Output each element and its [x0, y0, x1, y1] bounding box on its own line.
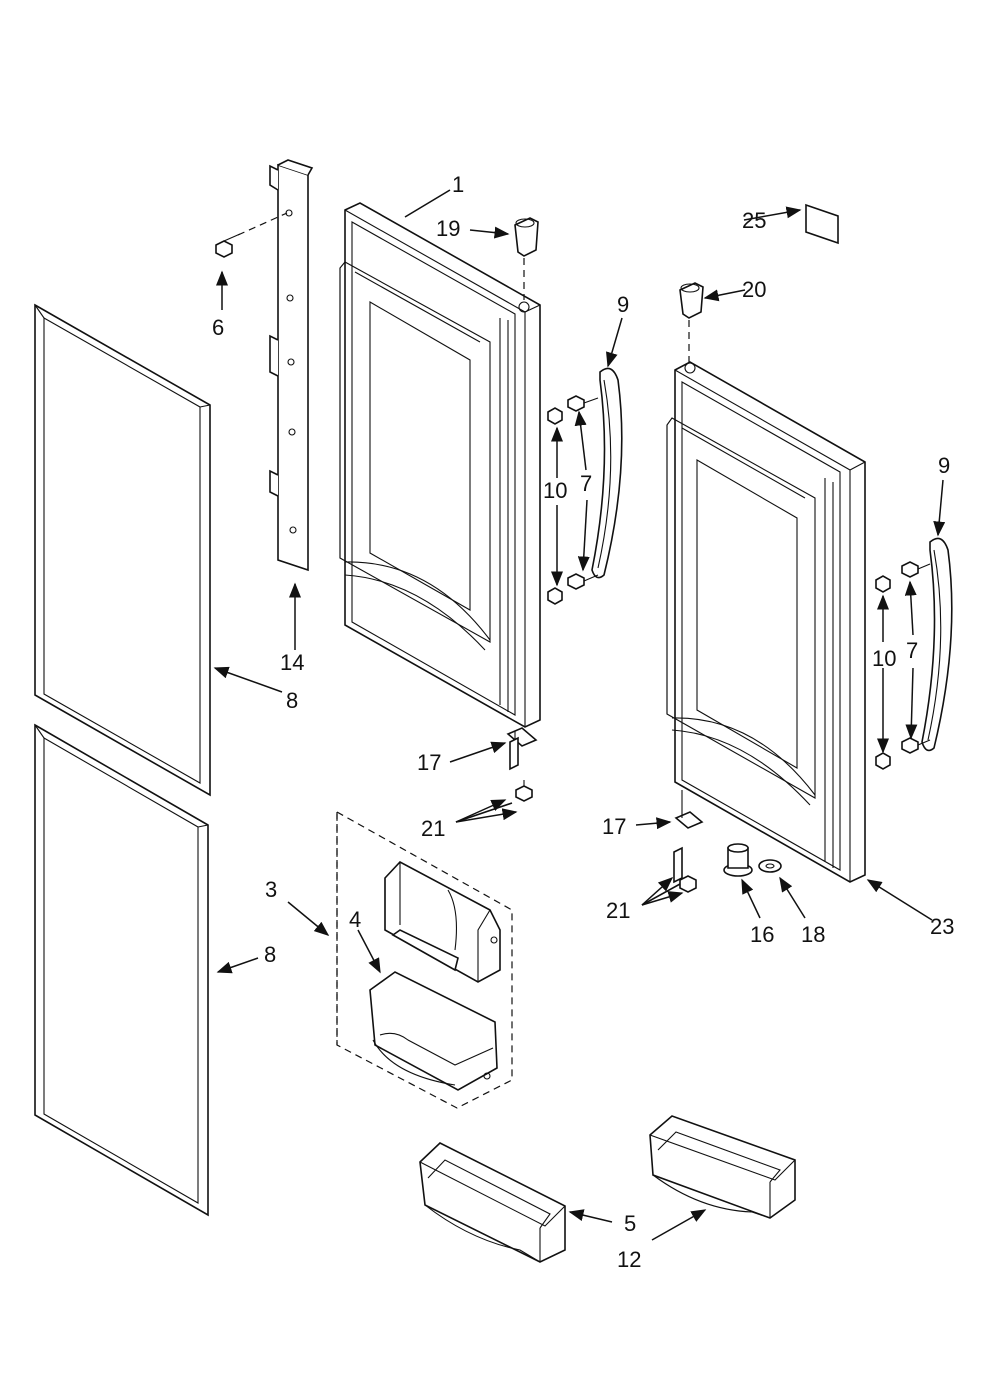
- lower-door-handle: [921, 537, 953, 752]
- callout-10-lower: 10: [872, 646, 896, 671]
- lower-handle-screws: [875, 561, 931, 770]
- callout-1: 1: [452, 172, 464, 197]
- callout-19: 19: [436, 216, 460, 241]
- callout-17-lower: 17: [602, 814, 626, 839]
- upper-door-gasket: [34, 303, 211, 797]
- leader-lines: [213, 189, 946, 1241]
- callout-5: 5: [624, 1211, 636, 1236]
- callout-12: 12: [617, 1247, 641, 1272]
- upper-handle-screws: [547, 395, 599, 605]
- callout-9-lower: 9: [938, 453, 950, 478]
- callout-3: 3: [265, 877, 277, 902]
- callout-9-upper: 9: [617, 292, 629, 317]
- upper-door: [339, 202, 541, 728]
- callout-21-upper: 21: [421, 816, 445, 841]
- lower-door-cap: [679, 282, 704, 362]
- callout-8-upper: 8: [286, 688, 298, 713]
- callout-7-lower: 7: [906, 638, 918, 663]
- callout-25: 25: [742, 208, 766, 233]
- upper-door-bottom-hinge: [506, 727, 538, 802]
- door-bin-right: [649, 1115, 796, 1219]
- dairy-bin: [369, 971, 498, 1091]
- callout-6: 6: [212, 315, 224, 340]
- callout-17-upper: 17: [417, 750, 441, 775]
- hinge-screw: [215, 212, 288, 258]
- callout-18: 18: [801, 922, 825, 947]
- callout-4: 4: [349, 907, 361, 932]
- callout-10-upper: 10: [543, 478, 567, 503]
- callout-21-lower: 21: [606, 898, 630, 923]
- lower-door-bottom-hinge: [673, 790, 704, 893]
- upper-door-handle: [591, 367, 623, 579]
- callout-16: 16: [750, 922, 774, 947]
- lower-door-gasket: [34, 723, 209, 1217]
- lower-door: [666, 361, 866, 883]
- upper-door-cap: [514, 217, 539, 300]
- callout-14: 14: [280, 650, 304, 675]
- dairy-door: [384, 861, 501, 983]
- label-sheet: [805, 203, 839, 245]
- callout-8-lower: 8: [264, 942, 276, 967]
- hinge-washer: [758, 859, 782, 873]
- callout-7-upper: 7: [580, 471, 592, 496]
- callout-20: 20: [742, 277, 766, 302]
- dairy-compartment-assembly: [336, 810, 513, 1109]
- hinge-strip: [269, 159, 314, 572]
- hinge-bushing: [723, 843, 753, 877]
- callout-23: 23: [930, 914, 954, 939]
- door-bin-left: [419, 1142, 566, 1263]
